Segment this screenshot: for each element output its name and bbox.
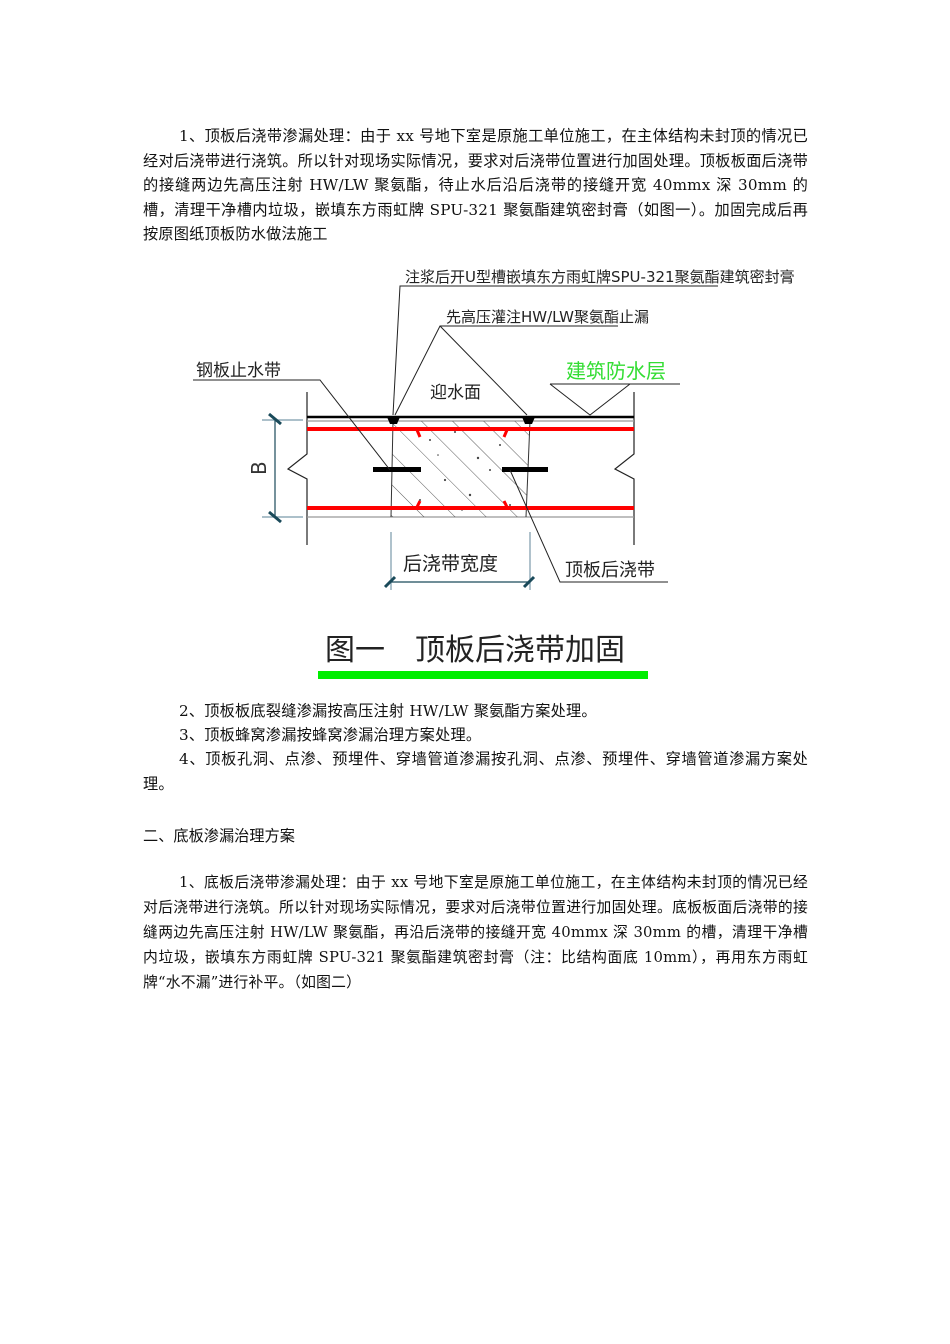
- label-dimension-b: B: [247, 461, 271, 475]
- paragraph-roof-holes: 4、顶板孔洞、点渗、预埋件、穿墙管道渗漏按孔洞、点渗、预埋件、穿墙管道渗漏方案处…: [143, 750, 808, 793]
- caption-underline: [318, 671, 648, 679]
- label-steel-waterstop: 钢板止水带: [196, 361, 281, 381]
- rebar-hooks: [415, 429, 509, 508]
- leader-lines: [193, 285, 718, 583]
- paragraph-floor-post-cast-band: 1、底板后浇带渗漏处理：由于 xx 号地下室是原施工单位施工，在主体结构未封顶的…: [143, 874, 808, 991]
- paragraph-roof-crack: 2、顶板板底裂缝渗漏按高压注射 HW/LW 聚氨酯方案处理。: [179, 702, 597, 720]
- label-water-face: 迎水面: [430, 383, 481, 403]
- paragraph-roof-post-cast-band: 1、顶板后浇带渗漏处理：由于 xx 号地下室是原施工单位施工，在主体结构未封顶的…: [143, 127, 808, 244]
- figure-caption: 图一 顶板后浇带加固: [325, 633, 625, 668]
- slab-outline: [286, 392, 635, 545]
- sealant-groove-right: [522, 417, 535, 424]
- post-cast-band-concrete: [391, 421, 530, 517]
- paragraph-roof-honeycomb: 3、顶板蜂窝渗漏按蜂窝渗漏治理方案处理。: [179, 726, 482, 744]
- label-grout-groove: 注浆后开U型槽嵌填东方雨虹牌SPU-321聚氨酯建筑密封膏: [405, 268, 795, 286]
- steel-waterstop-right: [502, 467, 548, 472]
- label-roof-band: 顶板后浇带: [565, 560, 655, 581]
- sealant-groove-left: [387, 417, 400, 424]
- section-heading-floor-slab: 二、底板渗漏治理方案: [143, 827, 295, 845]
- dimension-b: [262, 412, 303, 524]
- dimension-band-width: [383, 532, 536, 590]
- label-band-width: 后浇带宽度: [403, 553, 498, 575]
- figure-roof-post-cast-band-reinforcement: 注浆后开U型槽嵌填东方雨虹牌SPU-321聚氨酯建筑密封膏 先高压灌注HW/LW…: [193, 268, 795, 679]
- steel-waterstop-left: [373, 467, 421, 472]
- label-injection: 先高压灌注HW/LW聚氨酯止漏: [446, 308, 649, 326]
- label-waterproof-layer: 建筑防水层: [566, 359, 666, 383]
